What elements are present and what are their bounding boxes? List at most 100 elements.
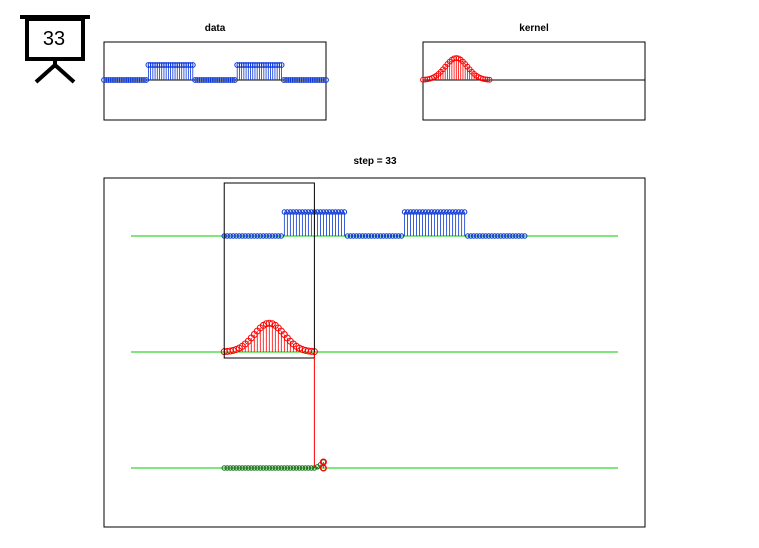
result-point-marker <box>260 465 266 471</box>
slide-number: 33 <box>42 28 66 50</box>
main-data-point-marker <box>428 209 435 215</box>
result-point-marker <box>230 465 236 471</box>
main-data-point-marker <box>513 233 519 239</box>
main-data-point-marker <box>272 233 279 239</box>
main-data-point-marker <box>443 209 450 215</box>
main-data-point-marker <box>492 233 498 239</box>
result-point-marker <box>242 465 248 471</box>
main-data-point-marker <box>519 233 525 239</box>
main-data-point-marker <box>290 209 297 215</box>
main-data-point-marker <box>368 233 375 239</box>
main-data-point-marker <box>480 233 486 239</box>
main-data-point-marker <box>254 233 260 239</box>
main-data-point-marker <box>461 209 468 215</box>
main-data-point-marker <box>362 233 369 239</box>
main-panel-plot <box>131 182 618 472</box>
main-data-point-marker <box>434 209 441 215</box>
result-point-marker <box>233 465 239 471</box>
main-data-point-marker <box>248 233 254 239</box>
result-point-marker <box>266 465 273 471</box>
main-data-point-marker <box>296 209 303 215</box>
kernel-panel-plot <box>420 55 645 83</box>
result-point-marker <box>287 465 294 471</box>
main-data-point-marker <box>395 233 402 239</box>
main-data-point-marker <box>437 209 444 215</box>
main-data-point-marker <box>380 233 387 239</box>
main-data-point-marker <box>410 209 417 215</box>
main-data-point-marker <box>233 233 239 239</box>
main-data-point-marker <box>329 209 336 215</box>
result-point-marker <box>239 465 245 471</box>
main-data-point-marker <box>299 209 306 215</box>
main-data-point-marker <box>335 209 342 215</box>
main-data-point-marker <box>230 233 236 239</box>
main-panel-title: step = 33 <box>353 156 397 167</box>
presentation-board-icon <box>18 12 92 84</box>
main-data-point-marker <box>377 233 384 239</box>
main-data-point-marker <box>260 233 266 239</box>
main-data-point-marker <box>467 233 474 239</box>
main-data-point-marker <box>317 209 324 215</box>
main-data-point-marker <box>356 233 363 239</box>
main-data-point-marker <box>389 233 396 239</box>
main-data-point-marker <box>275 233 282 239</box>
main-data-point-marker <box>452 209 459 215</box>
data-panel-title: data <box>205 23 226 34</box>
result-point-marker <box>308 465 315 471</box>
main-data-point-marker <box>440 209 447 215</box>
main-data-point-marker <box>422 209 429 215</box>
main-data-point-marker <box>419 209 426 215</box>
result-point-marker <box>254 465 260 471</box>
main-data-point-marker <box>257 233 263 239</box>
main-data-point-marker <box>323 209 330 215</box>
result-point-marker <box>251 465 257 471</box>
main-data-point-marker <box>251 233 257 239</box>
main-data-point-marker <box>498 233 504 239</box>
main-data-point-marker <box>269 233 276 239</box>
main-data-point-marker <box>338 209 345 215</box>
result-point-marker <box>311 465 318 471</box>
result-point-marker <box>305 465 312 471</box>
result-point-marker <box>290 465 297 471</box>
main-data-point-marker <box>359 233 366 239</box>
main-data-point-marker <box>281 209 288 215</box>
main-data-point-marker <box>278 233 285 239</box>
result-point-marker <box>227 465 233 471</box>
main-data-point-marker <box>350 233 357 239</box>
main-data-point-marker <box>446 209 453 215</box>
main-data-point-marker <box>332 209 339 215</box>
data-point-marker <box>189 62 196 68</box>
main-data-point-marker <box>458 209 465 215</box>
main-data-point-marker <box>431 209 438 215</box>
result-point-marker <box>284 465 291 471</box>
result-point-marker <box>272 465 279 471</box>
data-point-marker <box>229 77 236 83</box>
main-data-point-marker <box>386 233 393 239</box>
main-data-point-marker <box>407 209 414 215</box>
main-data-point-marker <box>416 209 423 215</box>
main-data-point-marker <box>455 209 462 215</box>
main-data-point-marker <box>510 233 516 239</box>
main-data-point-marker <box>489 233 495 239</box>
main-data-point-marker <box>507 233 513 239</box>
main-data-point-marker <box>522 233 528 239</box>
main-data-point-marker <box>224 233 230 239</box>
main-data-point-marker <box>449 209 456 215</box>
main-kernel-point-marker <box>265 319 273 327</box>
result-point-marker <box>293 465 300 471</box>
main-data-point-marker <box>344 233 351 239</box>
main-data-point-marker <box>383 233 390 239</box>
main-data-point-marker <box>236 233 242 239</box>
main-data-point-marker <box>293 209 300 215</box>
kernel-point-marker <box>486 76 493 83</box>
main-data-point-marker <box>227 233 233 239</box>
main-data-point-marker <box>401 209 408 215</box>
kernel-panel-title: kernel <box>519 23 549 34</box>
main-data-point-marker <box>284 209 291 215</box>
main-data-point-marker <box>263 233 269 239</box>
main-data-point-marker <box>341 209 348 215</box>
main-data-point-marker <box>486 233 492 239</box>
main-data-point-marker <box>404 209 411 215</box>
main-data-point-marker <box>398 233 405 239</box>
